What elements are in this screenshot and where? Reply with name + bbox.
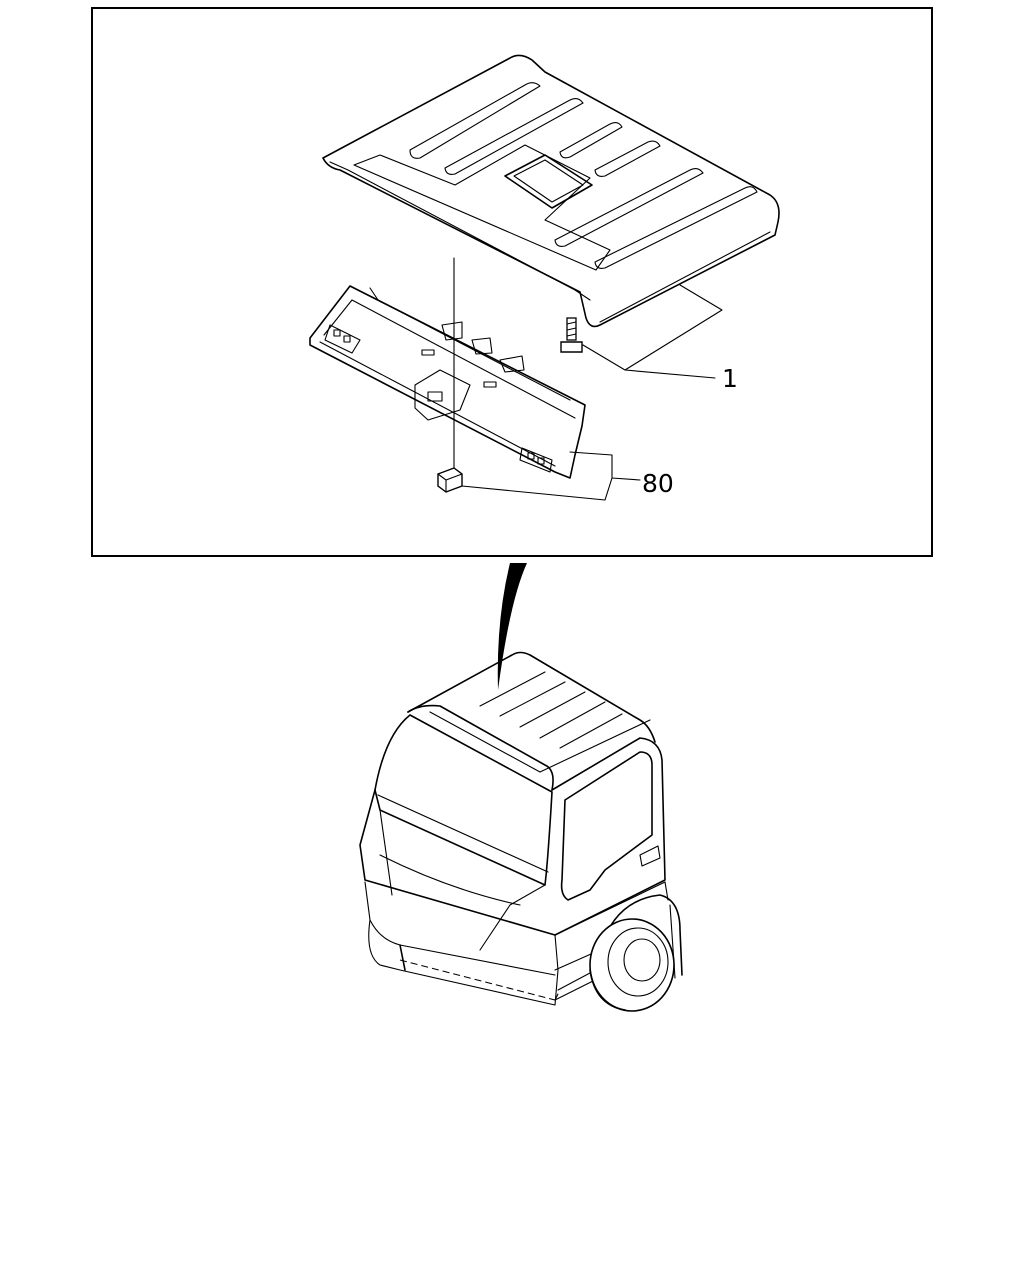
bolt-icon [560, 317, 583, 353]
leader-line-1 [624, 369, 716, 379]
pointer-arrow [497, 563, 527, 690]
roof-headlining-panel [322, 54, 780, 371]
detail-frame [91, 7, 933, 557]
truck-cab-illustration [359, 651, 683, 1012]
leader-line-80 [461, 451, 641, 501]
callout-1: 1 [722, 364, 738, 393]
clip-icon [437, 467, 463, 493]
front-header-trim-panel [309, 285, 586, 479]
callout-80: 80 [642, 469, 674, 498]
